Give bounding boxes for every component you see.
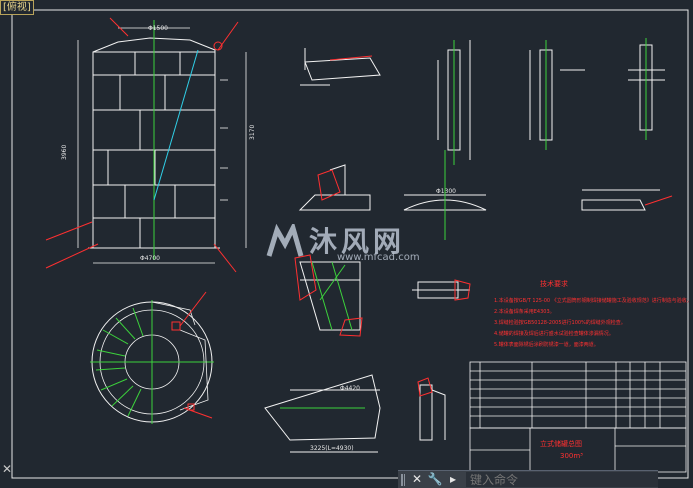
tank-height-dim: 3960 xyxy=(61,145,68,160)
tech-notes-title: 技术要求 xyxy=(540,279,568,288)
command-input[interactable] xyxy=(466,472,658,487)
tank-nozzle-marker xyxy=(213,41,223,51)
viewport-tab[interactable]: [俯视] xyxy=(0,0,34,15)
detail-vertical-1 xyxy=(437,40,471,160)
drawing-border xyxy=(11,9,689,479)
roof-bracket-weld xyxy=(329,55,373,61)
cone-development xyxy=(264,374,381,453)
flat-plate-leader xyxy=(644,195,673,206)
flange-weld xyxy=(454,279,471,301)
tank-elevation xyxy=(88,37,220,249)
tank-width-dim: Φ4700 xyxy=(140,255,160,262)
watermark-brand: 沐风网 xyxy=(309,225,406,258)
tank-bottom-plan xyxy=(90,300,214,424)
tech-note-1: 1.本设备按GB/T 125-00 《立式圆筒形钢制焊接储罐施工及验收规范》进行… xyxy=(494,297,692,304)
plan-leader-1 xyxy=(179,291,207,327)
cone-top-dim: Φ4420 xyxy=(340,385,360,392)
detail-nozzle xyxy=(299,261,361,331)
wrench-icon[interactable]: 🔧 xyxy=(427,472,443,486)
title-block-volume: 300m³ xyxy=(560,452,583,460)
prompt-icon[interactable]: ▸ xyxy=(449,472,457,486)
tank-dimension-lines xyxy=(77,27,247,264)
tech-note-5: 5.罐体表面除锈后涂刷防锈漆一道，面漆两道。 xyxy=(494,341,599,348)
command-bar: ✕ 🔧 ▸ xyxy=(398,470,658,488)
support-bracket-outline xyxy=(317,169,341,201)
watermark: 沐风网 www.mfcad.com xyxy=(265,222,435,266)
detail-roof-bracket xyxy=(300,48,381,86)
nozzle-hatch xyxy=(311,261,353,331)
close-icon[interactable]: ✕ xyxy=(411,472,423,486)
nozzle-weld-right xyxy=(339,317,363,337)
detail-vertical-2 xyxy=(529,49,585,141)
bom-table xyxy=(469,361,687,429)
cone-bottom-dim: 3225(L=4930) xyxy=(310,445,354,452)
nozzle-weld-left xyxy=(294,254,317,301)
technical-notes: 技术要求 1.本设备按GB/T 125-00 《立式圆筒形钢制焊接储罐施工及验收… xyxy=(494,279,692,348)
grip-icon[interactable] xyxy=(398,471,408,488)
ucs-icon: ✕ xyxy=(2,462,13,476)
detail-flat-plate xyxy=(581,189,660,211)
dome-dim: Φ1300 xyxy=(436,188,456,195)
tank-leaders xyxy=(45,17,239,273)
mfcad-logo-icon xyxy=(266,224,304,257)
detail-lower-part xyxy=(419,384,446,441)
watermark-url: www.mfcad.com xyxy=(337,252,420,263)
plan-manhole-marker xyxy=(171,321,181,331)
tech-note-2: 2.本设备焊条采用E4303。 xyxy=(494,308,555,315)
tech-note-4: 4.储罐的焊接及焊后进行盛水试验检查罐体渗漏情况。 xyxy=(494,330,614,337)
detail-support-bracket xyxy=(298,164,371,211)
detail-flange xyxy=(412,281,470,299)
tank-diagonal xyxy=(153,49,199,201)
title-block-name: 立式储罐总图 xyxy=(540,439,582,448)
title-block xyxy=(469,427,687,473)
plan-nozzle-marker xyxy=(187,403,195,411)
tech-note-3: 3.焊缝检验按GB50128-2005进行100%的焊缝外观检查。 xyxy=(494,319,626,326)
tank-top-dim: Φ1500 xyxy=(148,25,168,32)
tank-height-right-dim: 3170 xyxy=(249,125,256,140)
lower-part-weld xyxy=(417,377,433,397)
